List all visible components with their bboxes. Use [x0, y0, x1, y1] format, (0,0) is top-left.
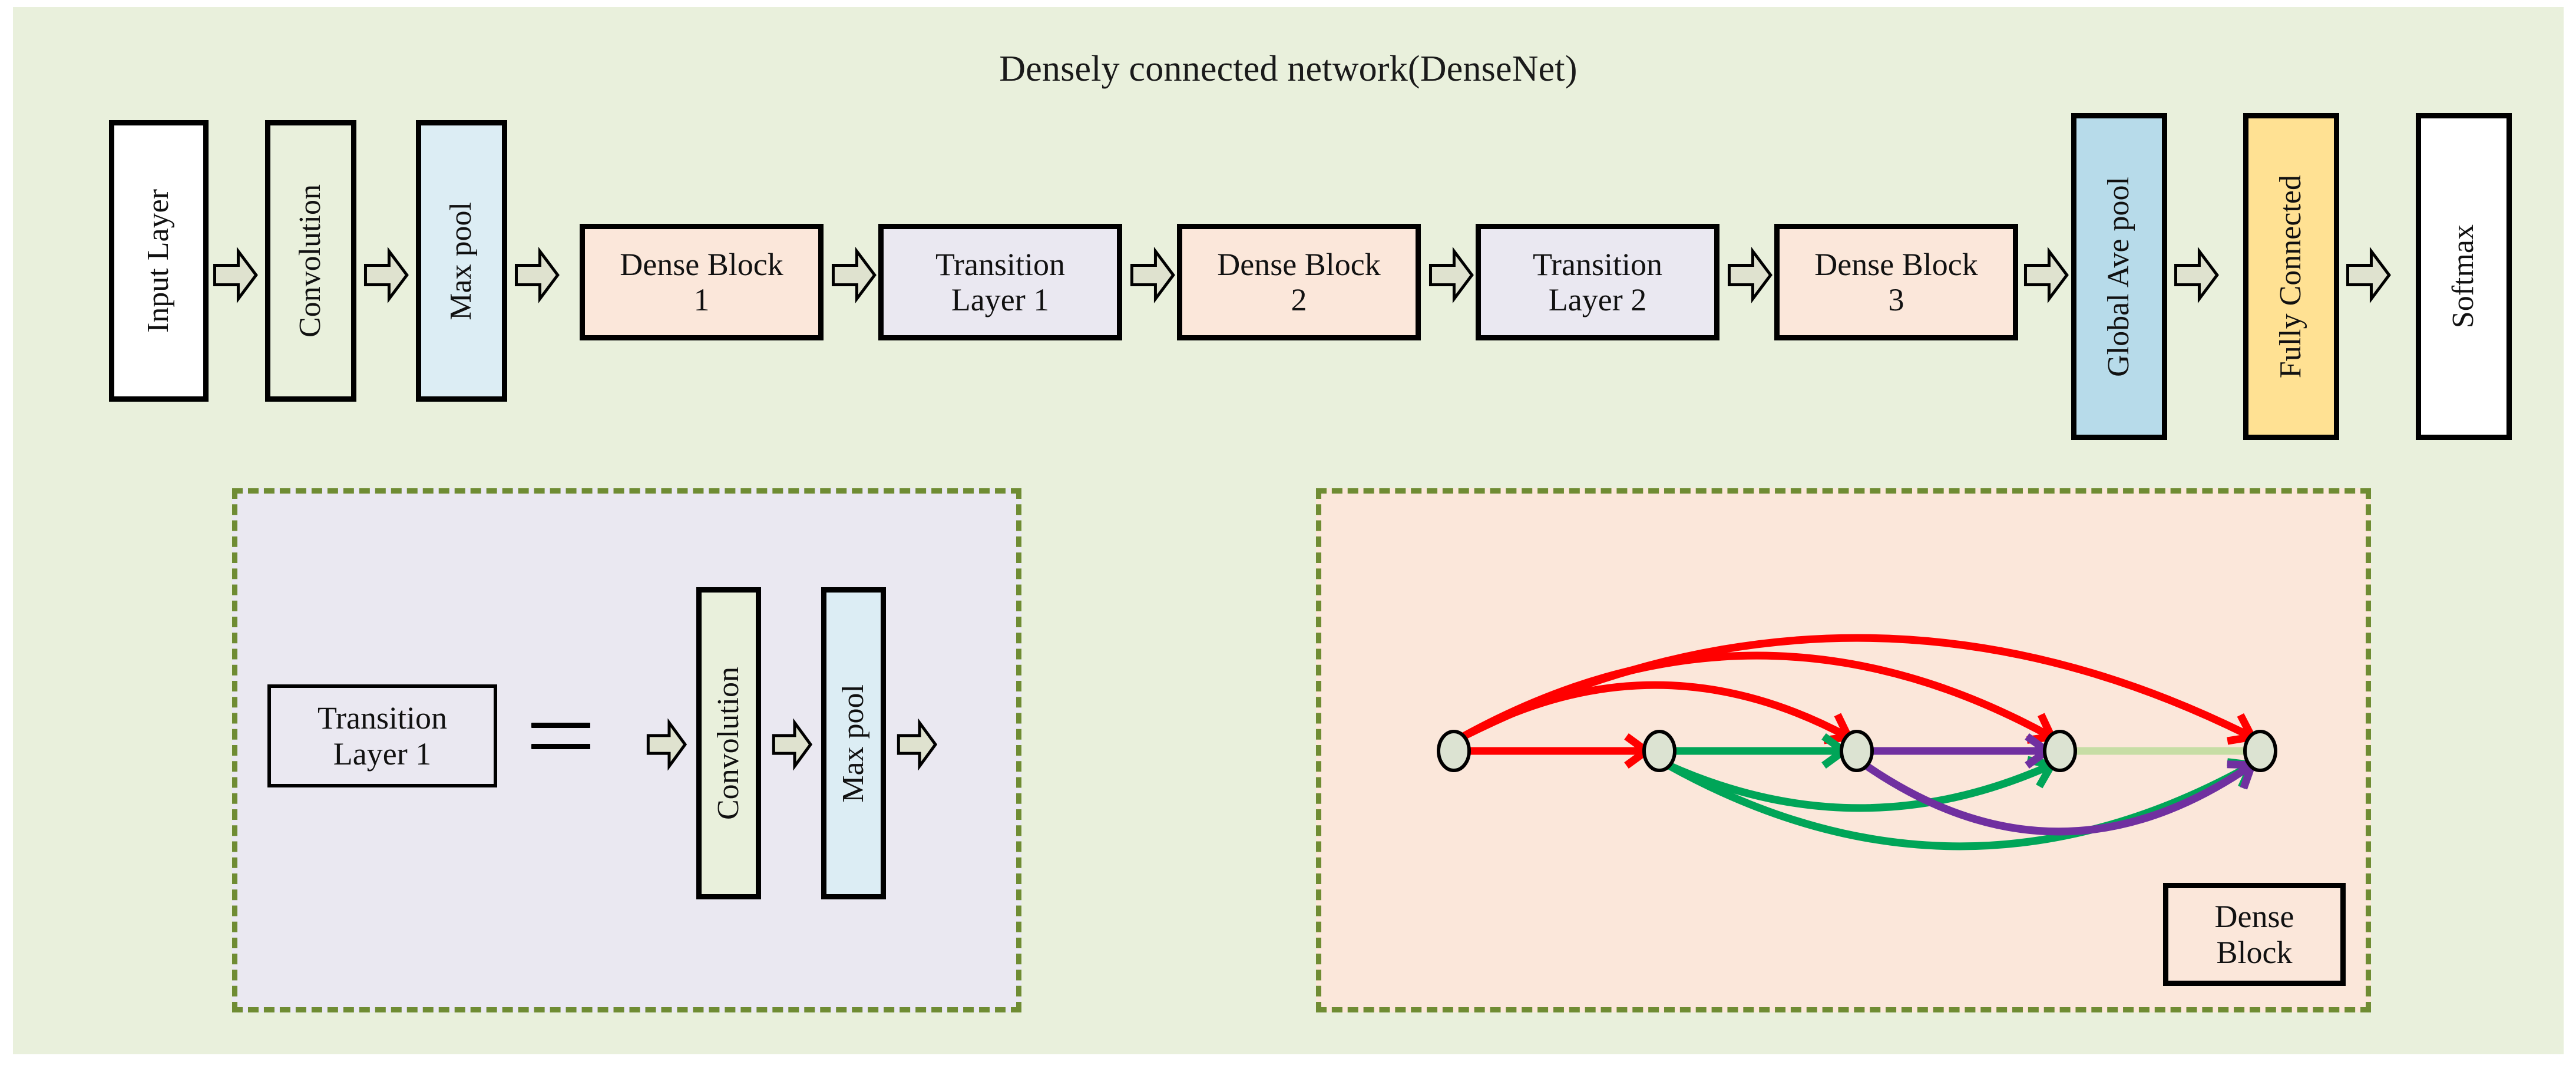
arrow-tl1-to-db2 — [1131, 248, 1175, 302]
softmax[interactable]: Softmax — [2416, 113, 2512, 440]
arrowhead-barb — [2240, 763, 2256, 790]
arrow-tl2-to-db3 — [1728, 248, 1772, 302]
fully-connected[interactable]: Fully Connected — [2243, 113, 2339, 440]
maxpool-step[interactable]: Max pool — [821, 587, 886, 899]
edge-n2-n5 — [1666, 762, 2254, 850]
arrowhead-barb — [2038, 713, 2055, 739]
dense-block-graph — [1437, 634, 2277, 850]
max-pool[interactable]: Max pool — [416, 120, 507, 402]
equals-bar-bottom — [531, 744, 590, 749]
box-label: Convolution — [711, 666, 745, 820]
box-label: Fully Connected — [2274, 174, 2308, 379]
arrow-maxpool-to-db1 — [515, 248, 559, 302]
page-title: Densely connected network(DenseNet) — [999, 49, 1578, 89]
box-label: Softmax — [2446, 224, 2481, 329]
arrowhead-barb — [1834, 713, 1852, 739]
global-ave-pool[interactable]: Global Ave pool — [2071, 113, 2167, 440]
arrow-db3-to-gap — [2025, 248, 2068, 302]
arrow-conv-to-maxpool-2 — [773, 720, 812, 769]
dense-node-n3[interactable] — [1840, 730, 1874, 772]
edge-n3-n5 — [1863, 762, 2254, 836]
box-label: Max pool — [444, 201, 478, 320]
conv-step[interactable]: Convolution — [696, 587, 761, 899]
dense-node-n1[interactable] — [1437, 730, 1471, 772]
box-label: Global Ave pool — [2102, 176, 2136, 377]
arrow-equals-to-conv — [647, 720, 686, 769]
equals-sign — [531, 723, 590, 749]
arrow-conv-to-maxpool — [365, 248, 408, 302]
arrow-fc-to-softmax — [2347, 248, 2390, 302]
arrow-gap-to-fc — [2175, 248, 2218, 302]
dense-node-n2[interactable] — [1642, 730, 1676, 772]
convolution[interactable]: Convolution — [265, 120, 356, 402]
box-label: Max pool — [836, 684, 870, 803]
arrow-maxpool-out — [898, 720, 937, 769]
box-label: Input Layer — [141, 188, 176, 333]
diagram-canvas: Densely connected network(DenseNet) Inpu… — [13, 7, 2564, 1054]
box-label: Convolution — [293, 184, 328, 338]
arrow-db1-to-tl1 — [832, 248, 876, 302]
dense-node-n5[interactable] — [2243, 730, 2277, 772]
edge-n2-n4 — [1666, 761, 2053, 812]
arrow-input-to-conv — [214, 248, 257, 302]
arrow-db2-to-tl2 — [1430, 248, 1473, 302]
arrowhead-barb — [2036, 763, 2055, 789]
equals-bar-top — [531, 723, 590, 728]
dense-node-n4[interactable] — [2043, 730, 2077, 772]
input-layer[interactable]: Input Layer — [109, 120, 209, 402]
edge-n1-n5 — [1460, 634, 2254, 741]
arrowhead-barb — [2237, 713, 2256, 739]
